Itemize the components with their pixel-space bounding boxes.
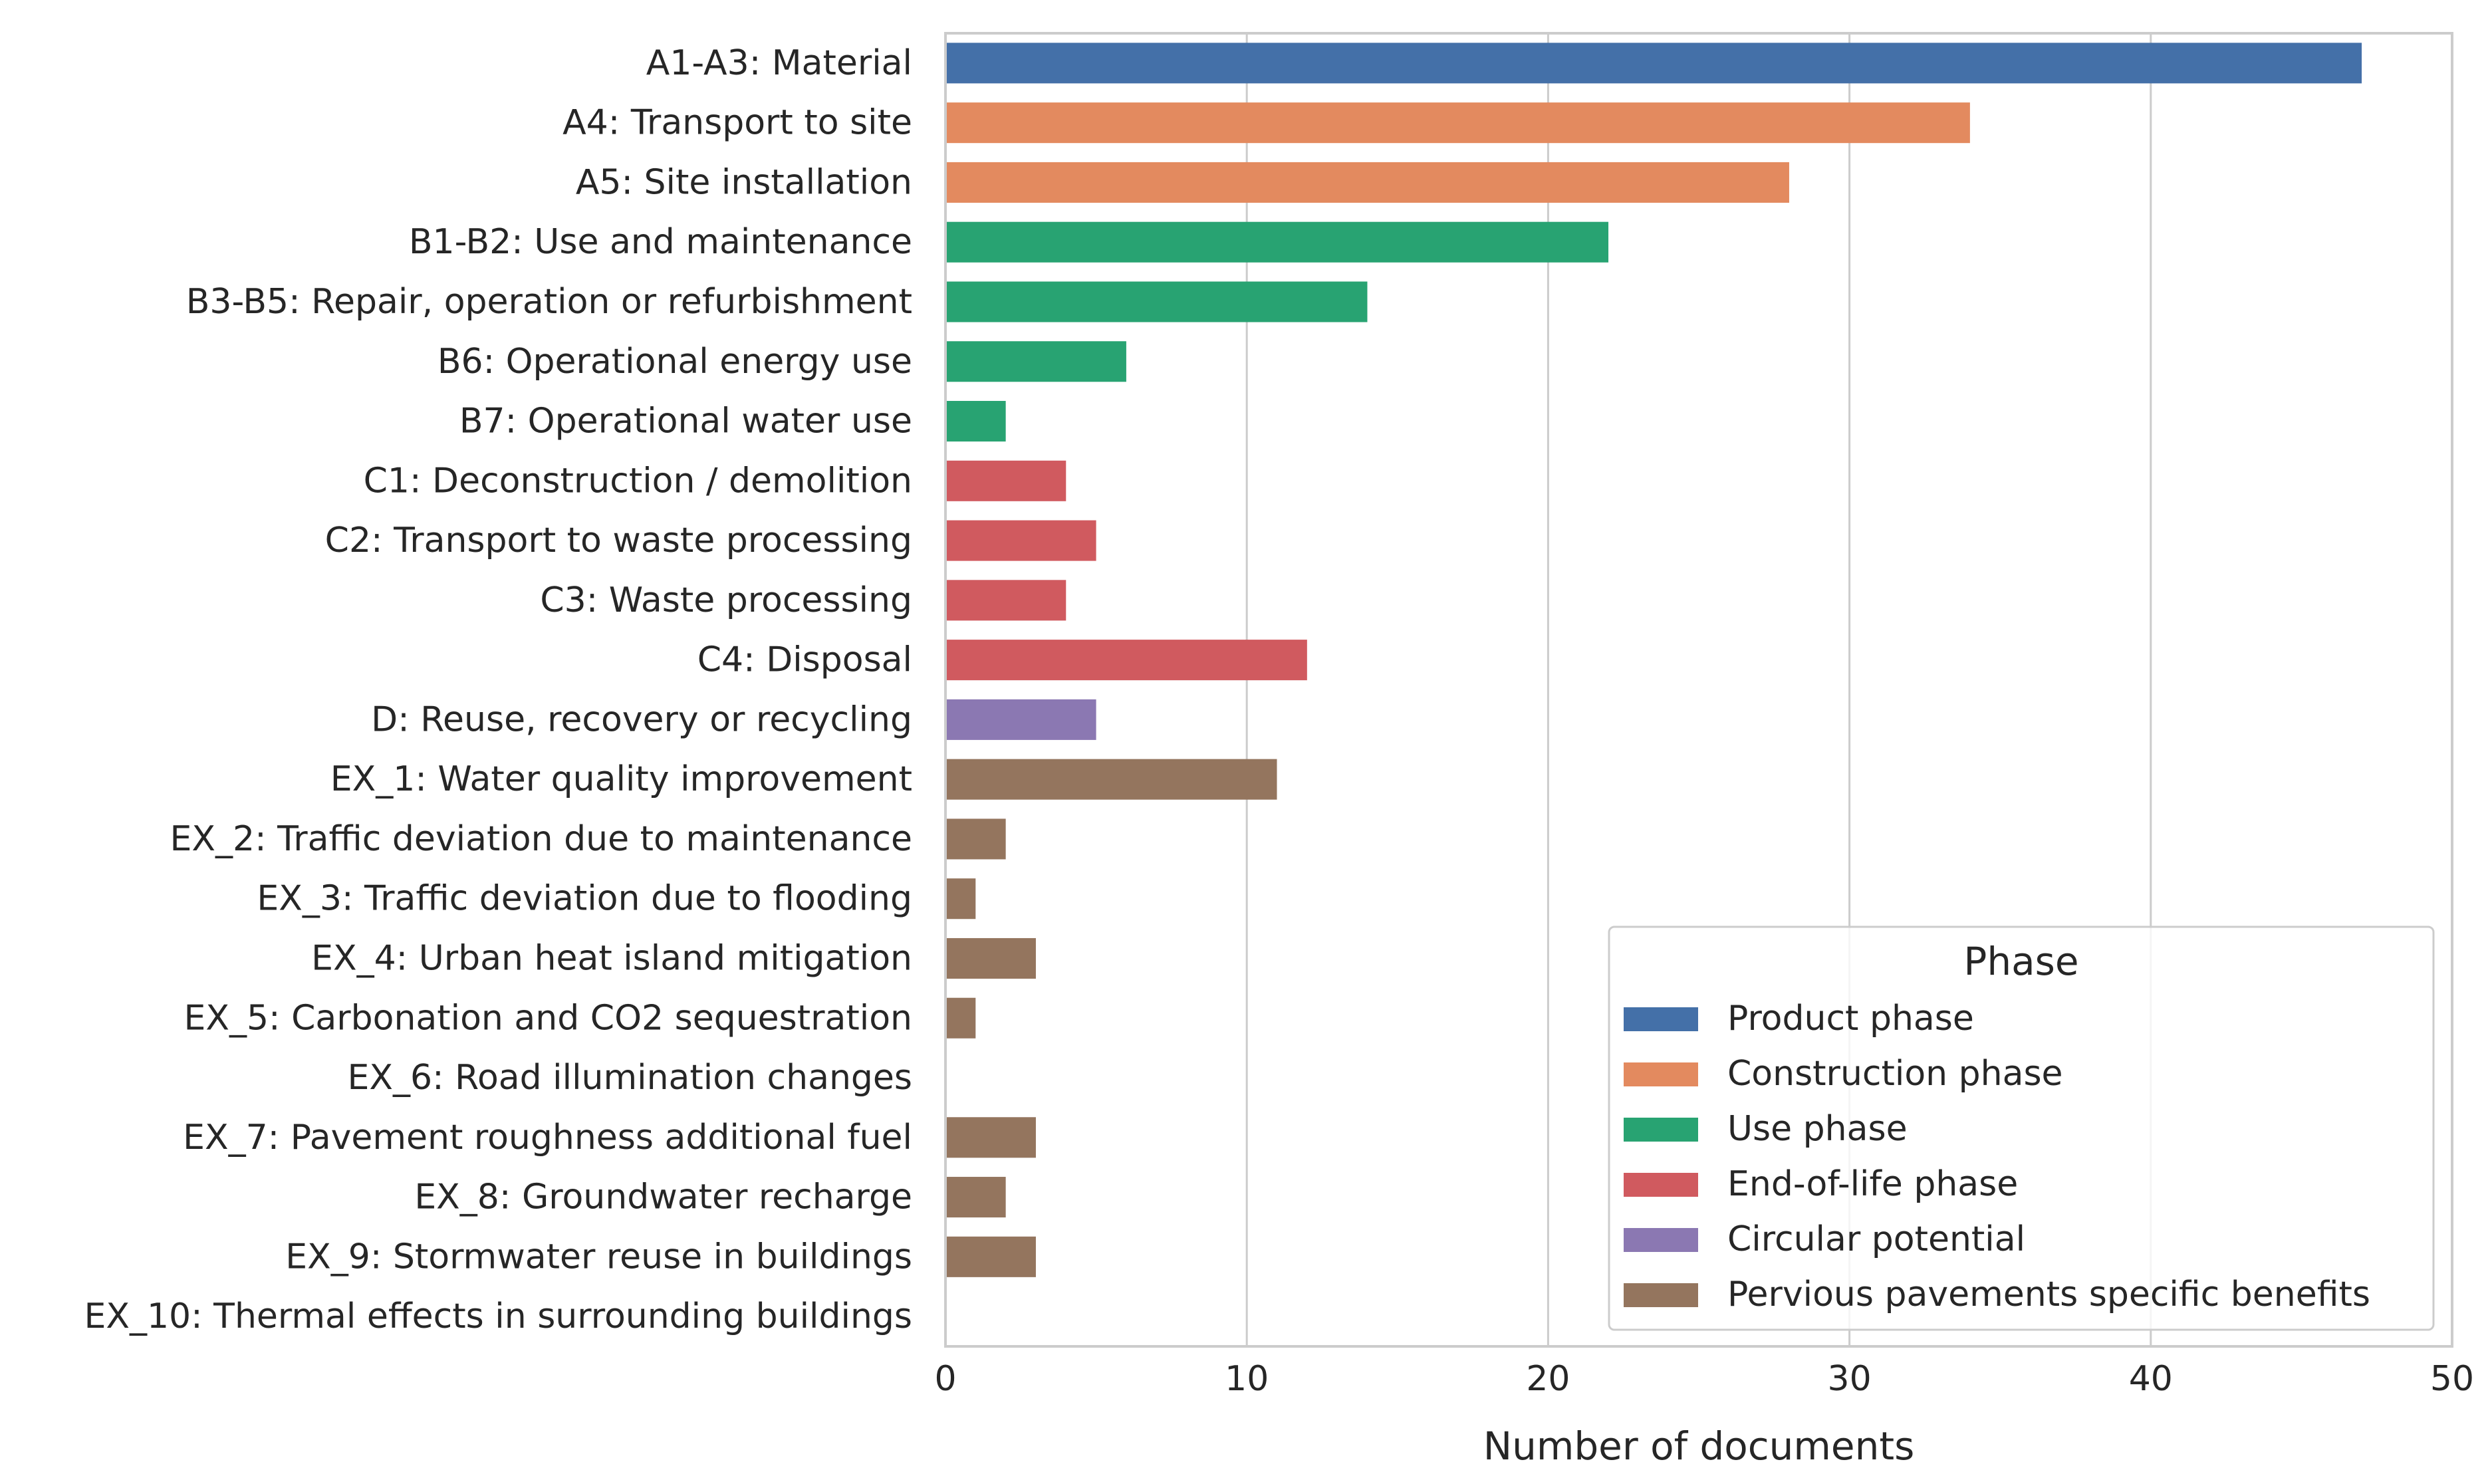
legend-swatch [1624,1283,1698,1307]
bar [945,162,1789,203]
bar [945,878,976,920]
bar [945,221,1609,263]
y-tick-label: EX_2: Traffic deviation due to maintenan… [170,819,912,859]
bar [945,937,1036,979]
bar [945,580,1066,621]
legend-title: Phase [1963,939,2078,984]
legend-box [1608,926,2435,1331]
x-tick-label: 20 [1526,1359,1570,1399]
y-tick-label: EX_9: Stormwater reuse in buildings [285,1237,912,1277]
y-tick-label: EX_4: Urban heat island mitigation [311,938,912,978]
legend-label: Pervious pavements specific benefits [1727,1275,2370,1314]
y-tick-label: B7: Operational water use [459,402,912,441]
bar [945,281,1368,322]
x-tick-labels: 0 10 20 30 40 50 [934,1359,2474,1399]
bar [945,1177,1006,1218]
y-tick-label: EX_1: Water quality improvement [330,759,912,799]
bar [945,759,1277,800]
legend-label: Use phase [1727,1109,1908,1149]
y-tick-label: D: Reuse, recovery or recycling [371,699,912,739]
bar [945,43,2362,84]
bar [945,460,1066,501]
bar [945,401,1006,442]
legend-label: Product phase [1727,999,1974,1039]
y-tick-label: EX_10: Thermal effects in surrounding bu… [84,1297,912,1336]
legend-label: Construction phase [1727,1054,2063,1094]
x-tick-label: 50 [2430,1359,2474,1399]
y-tick-label: EX_6: Road illumination changes [348,1058,912,1098]
y-tick-label: EX_5: Carbonation and CO2 sequestration [184,998,912,1038]
legend-swatch [1624,1228,1698,1252]
legend-label: Circular potential [1727,1219,2025,1259]
x-tick-label: 30 [1828,1359,1872,1399]
x-tick-label: 10 [1225,1359,1269,1399]
bar [945,1117,1036,1158]
bar [945,818,1006,860]
plot-frame [944,32,2453,1348]
bar [945,699,1096,740]
bar [945,640,1307,681]
legend-swatch [1624,1173,1698,1197]
bar [945,997,976,1039]
y-tick-label: A1-A3: Material [646,43,912,83]
y-tick-label: C2: Transport to waste processing [325,521,912,560]
legend-label: End-of-life phase [1727,1164,2018,1204]
y-tick-label: A4: Transport to site [562,103,912,143]
y-tick-label: C4: Disposal [697,640,912,680]
bar [945,102,1970,144]
y-tick-label: B3-B5: Repair, operation or refurbishmen… [186,282,912,322]
y-tick-label: A5: Site installation [576,162,912,202]
y-tick-label: EX_3: Traffic deviation due to flooding [257,879,912,919]
bar [945,341,1126,382]
y-tick-label: C3: Waste processing [540,580,912,620]
bar [945,520,1096,561]
y-tick-label: B6: Operational energy use [437,342,912,382]
legend-swatch [1624,1007,1698,1031]
y-tick-label: EX_7: Pavement roughness additional fuel [183,1118,912,1158]
y-tick-label: C1: Deconstruction / demolition [364,461,912,501]
y-tick-label: B1-B2: Use and maintenance [409,222,912,262]
y-tick-label: EX_8: Groundwater recharge [414,1177,912,1217]
bar [945,1236,1036,1277]
x-axis-title: Number of documents [1483,1423,1915,1469]
legend-swatch [1624,1118,1698,1142]
legend-swatch [1624,1062,1698,1086]
x-tick-label: 40 [2129,1359,2173,1399]
x-tick-label: 0 [934,1359,956,1399]
bars [945,43,2362,1277]
